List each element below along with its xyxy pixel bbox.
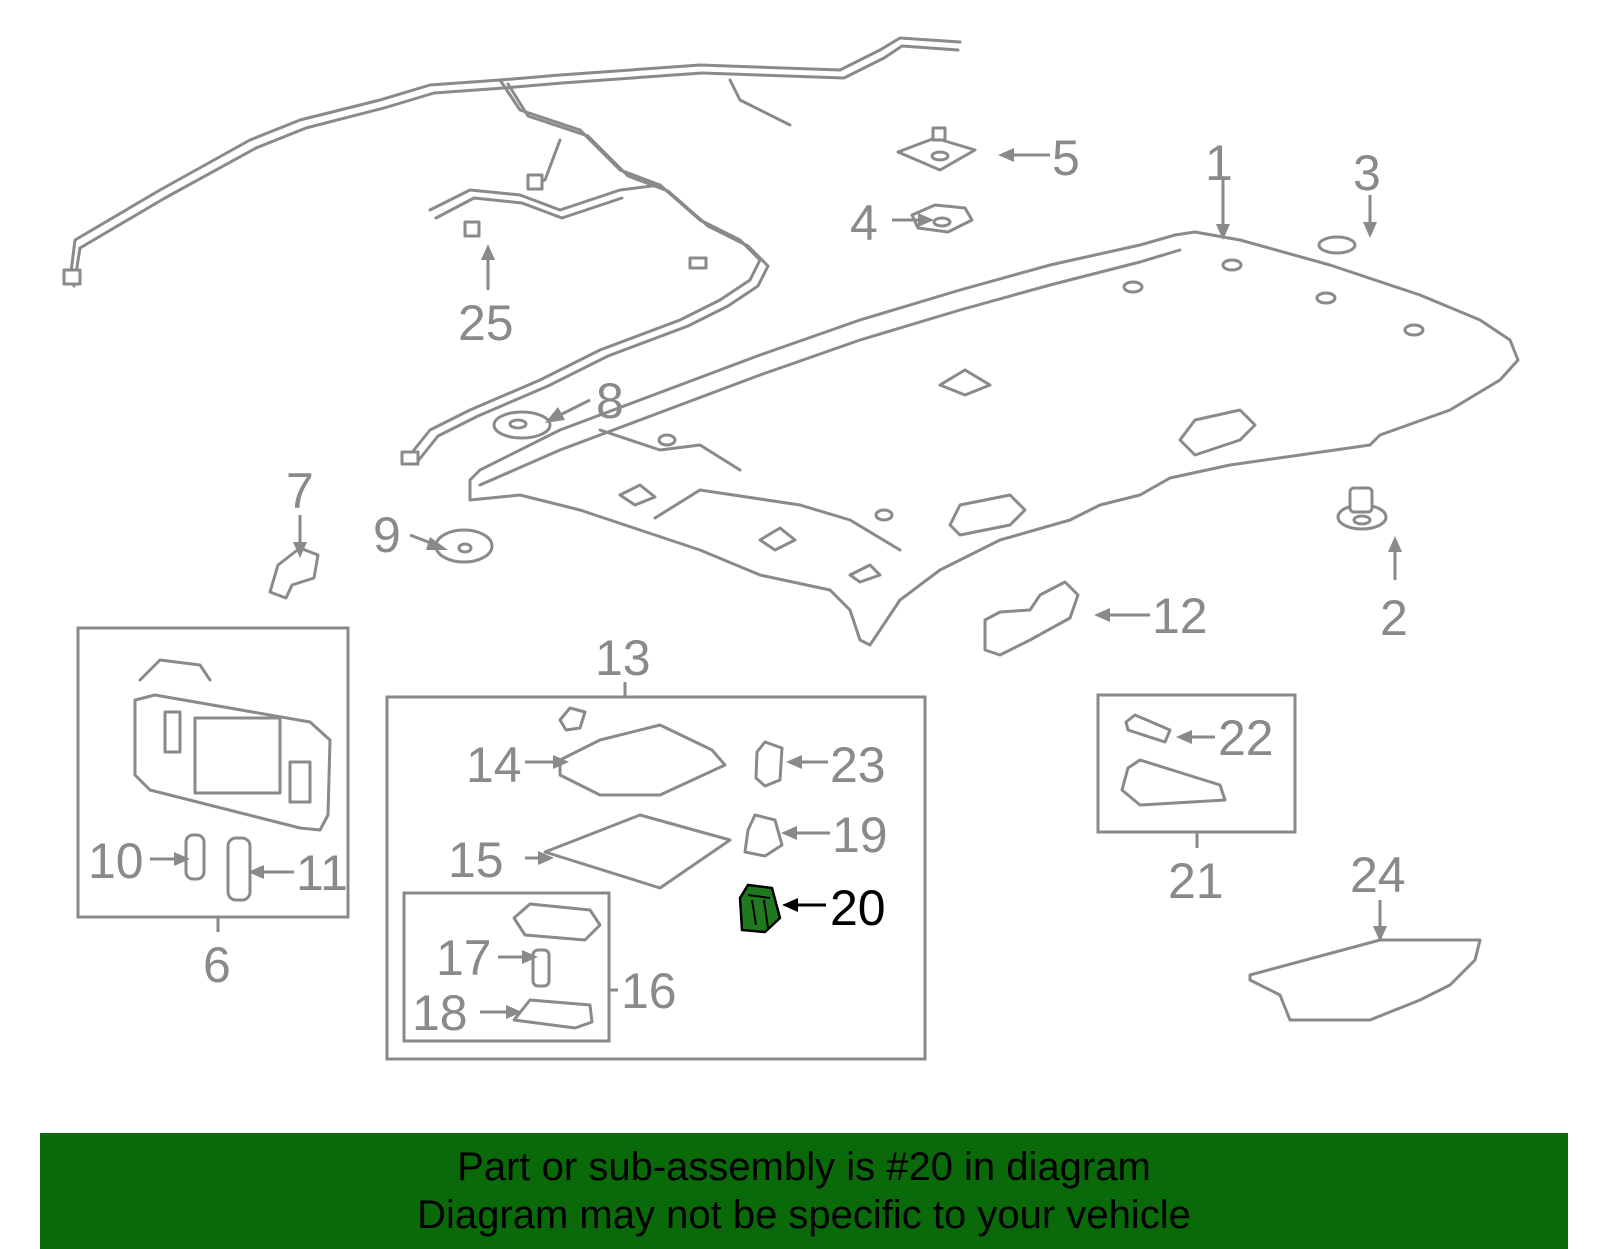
grab-handle-part-12[interactable] [983,580,1080,657]
clip-part-2[interactable] [1336,486,1388,531]
callout-25: 25 [458,295,514,351]
highlighted-part-20[interactable] [738,883,782,934]
callout-24: 24 [1350,847,1406,903]
clip-part-7[interactable] [268,546,320,600]
console-group-box [385,695,927,1061]
bulb-part-23[interactable] [754,740,784,788]
callout-6: 6 [203,937,231,993]
headliner-part-1[interactable] [468,230,1520,647]
sunvisor-part-6[interactable] [133,658,332,832]
sunvisor-group-box [76,626,350,919]
callout-18: 18 [412,985,468,1041]
callout-10: 10 [88,833,144,889]
callout-23: 23 [830,737,886,793]
callout-7: 7 [286,463,314,519]
callout-8: 8 [596,373,624,429]
bulb-part-17[interactable] [531,948,551,988]
callout-12: 12 [1152,588,1208,644]
callout-4: 4 [850,195,878,251]
callout-9: 9 [373,507,401,563]
lamp-part-21[interactable] [1120,758,1227,807]
callout-13: 13 [595,630,651,686]
callout-20-highlighted: 20 [830,880,886,936]
reading-lamp-group-box [402,891,611,1043]
clip-part-14a [558,706,587,732]
banner-line-1: Part or sub-assembly is #20 in diagram [457,1145,1151,1189]
callout-19: 19 [832,807,888,863]
bracket-part-4[interactable] [910,203,974,234]
callout-2: 2 [1380,590,1408,646]
switch-part-19[interactable] [743,813,784,858]
callout-5: 5 [1052,130,1080,186]
callout-16: 16 [621,963,677,1019]
console-panel-part-15[interactable] [543,813,732,890]
module-part-24[interactable] [1248,938,1482,1022]
callout-21: 21 [1168,853,1224,909]
lens-part-18[interactable] [512,998,594,1030]
callout-14: 14 [466,737,522,793]
callout-22: 22 [1218,710,1274,766]
grommet-part-3[interactable] [1317,235,1357,255]
washer-part-8[interactable] [492,410,552,440]
part-info-banner: Part or sub-assembly is #20 in diagram D… [40,1133,1568,1249]
clip-part-10[interactable] [184,833,206,881]
bulb-part-22[interactable] [1124,713,1172,744]
console-part-14[interactable] [558,723,727,797]
banner-line-2: Diagram may not be specific to your vehi… [417,1193,1191,1237]
callout-arrows [150,148,1402,1019]
callout-15: 15 [448,832,504,888]
callout-3: 3 [1353,145,1381,201]
callout-17: 17 [436,930,492,986]
lamp-part-16[interactable] [512,902,602,942]
bracket-part-5[interactable] [896,126,977,172]
washer-part-9[interactable] [434,528,494,564]
callout-11: 11 [296,845,348,901]
lamp-lens-part-11[interactable] [226,836,252,902]
callout-labels: 1 2 3 4 5 6 7 8 9 10 11 12 13 14 15 16 1… [88,130,1408,1041]
callout-1: 1 [1205,135,1233,191]
wiring-harness-part-25[interactable] [62,36,962,466]
